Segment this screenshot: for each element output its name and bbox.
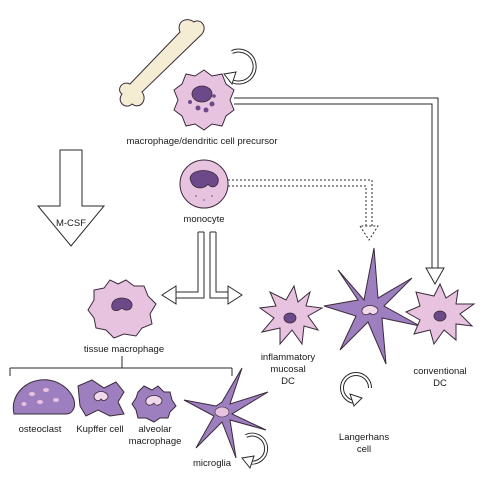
monocyte-nucleus [189, 170, 219, 189]
tissue-macrophage-label: tissue macrophage [84, 344, 164, 355]
tissue-macrophage-cell [87, 279, 157, 339]
monocyte-branch-arrow [161, 231, 243, 305]
mcsf-label: M-CSF [56, 218, 86, 229]
self-renewal-arrow-top-icon [223, 48, 257, 86]
alveolar-label-line1: alveolar [138, 424, 171, 435]
monocyte-cell [179, 159, 229, 209]
microglia-cell [183, 367, 269, 459]
conventional-label-line1: conventional [413, 366, 466, 377]
self-renewal-arrow-langerhans-icon [340, 372, 372, 407]
bone-icon [119, 19, 205, 107]
inflammatory-label-line2: mucosal [270, 364, 305, 375]
self-renewal-arrow-bottom-icon [241, 432, 269, 470]
microglia-label: microglia [193, 458, 232, 469]
inflammatory-dc-cell [258, 284, 324, 346]
precursor-nucleus [191, 85, 213, 103]
mcsf-arrow [36, 149, 106, 247]
precursor-label: macrophage/dendritic cell precursor [126, 136, 277, 147]
precursor-to-conventional-arrow [234, 97, 445, 286]
inflammatory-label-line1: inflammatory [261, 352, 316, 363]
conventional-label-line2: DC [433, 378, 447, 389]
kupffer-cell [77, 379, 125, 417]
alveolar-macrophage-cell [131, 385, 177, 423]
langerhans-cell [323, 247, 421, 365]
tissue-macrophage-nucleus [111, 297, 133, 312]
precursor-cell [173, 69, 235, 131]
osteoclast-cell [12, 379, 75, 415]
tissue-macrophage-bracket [9, 356, 233, 376]
kupffer-label: Kupffer cell [76, 424, 123, 435]
alveolar-label-line2: macrophage [129, 436, 182, 447]
inflammatory-label-line3: DC [281, 376, 295, 387]
monocyte-label: monocyte [183, 214, 224, 225]
conventional-dc-cell [404, 282, 476, 346]
langerhans-label-line1: Langerhans [339, 432, 389, 443]
monocyte-to-langerhans-arrow [228, 179, 379, 241]
langerhans-label-line2: cell [357, 444, 371, 455]
osteoclast-label: osteoclast [19, 424, 62, 435]
